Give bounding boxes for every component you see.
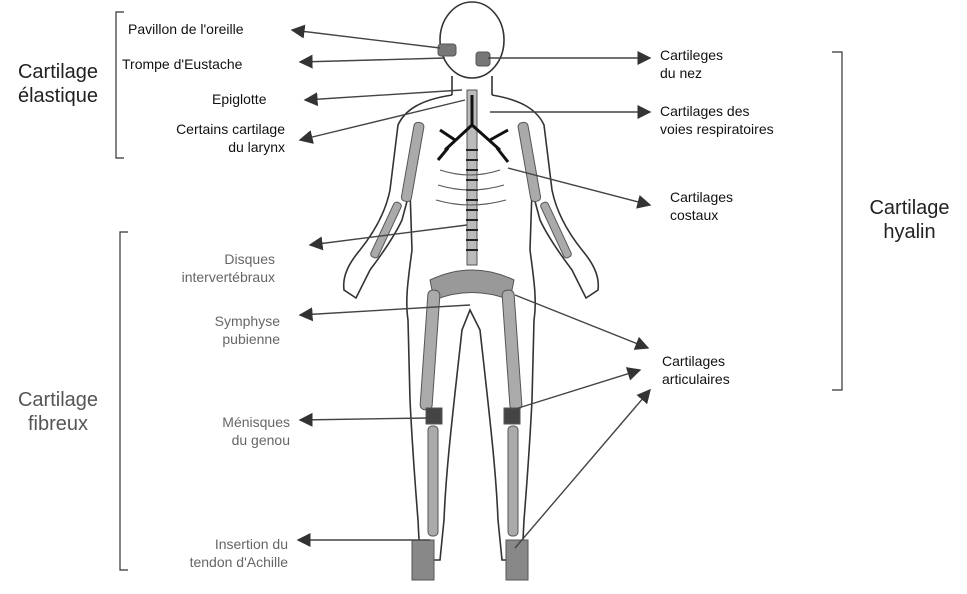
arrow-larynx [300, 100, 465, 140]
arrow-symphyse [300, 305, 470, 315]
left-knee [426, 408, 442, 424]
group-fibreux-line1: Cartilage [2, 388, 114, 412]
label-cartilages-nez: Cartileges du nez [660, 46, 723, 82]
group-cartilage-elastique: Cartilage élastique [2, 60, 114, 108]
arrow-articulaires-1 [515, 295, 648, 348]
group-elastique-line1: Cartilage [2, 60, 114, 84]
right-knee [504, 408, 520, 424]
label-voies-respiratoires: Cartilages des voies respiratoires [660, 102, 774, 138]
right-femur [502, 290, 522, 411]
label-cartilages-articulaires: Cartilages articulaires [662, 352, 730, 388]
head-outline [440, 2, 504, 78]
right-humerus [517, 122, 541, 203]
right-tibia [508, 426, 518, 536]
arrow-pavillon [292, 30, 440, 48]
bracket-elastique [116, 12, 124, 158]
arrow-articulaires-3 [515, 390, 650, 548]
arrow-articulaires-2 [512, 370, 640, 410]
label-larynx: Certains cartilage du larynx [150, 120, 285, 156]
arrow-menisques [300, 418, 428, 420]
nose-cartilage [476, 52, 490, 66]
group-fibreux-line2: fibreux [2, 412, 114, 436]
left-humerus [401, 122, 425, 203]
bracket-fibreux [120, 232, 128, 570]
ear-cartilage [438, 44, 456, 56]
left-tibia [428, 426, 438, 536]
label-symphyse-pubienne: Symphyse pubienne [180, 312, 280, 348]
label-pavillon-oreille: Pavillon de l'oreille [128, 20, 244, 38]
label-menisques-genou: Ménisques du genou [180, 413, 290, 449]
label-disques-intervertebraux: Disques intervertébraux [160, 250, 275, 286]
group-hyalin-line1: Cartilage [852, 196, 967, 220]
label-insertion-achille: Insertion du tendon d'Achille [162, 535, 288, 571]
bracket-hyalin [832, 52, 842, 390]
group-cartilage-hyalin: Cartilage hyalin [852, 196, 967, 244]
pelvis [430, 270, 514, 300]
group-elastique-line2: élastique [2, 84, 114, 108]
arrow-epiglotte [305, 90, 462, 100]
left-foot [412, 540, 434, 580]
label-trompe-eustache: Trompe d'Eustache [122, 55, 242, 73]
group-hyalin-line2: hyalin [852, 220, 967, 244]
arrow-trompe [300, 58, 445, 62]
group-cartilage-fibreux: Cartilage fibreux [2, 388, 114, 436]
label-epiglotte: Epiglotte [212, 90, 266, 108]
label-cartilages-costaux: Cartilages costaux [670, 188, 733, 224]
